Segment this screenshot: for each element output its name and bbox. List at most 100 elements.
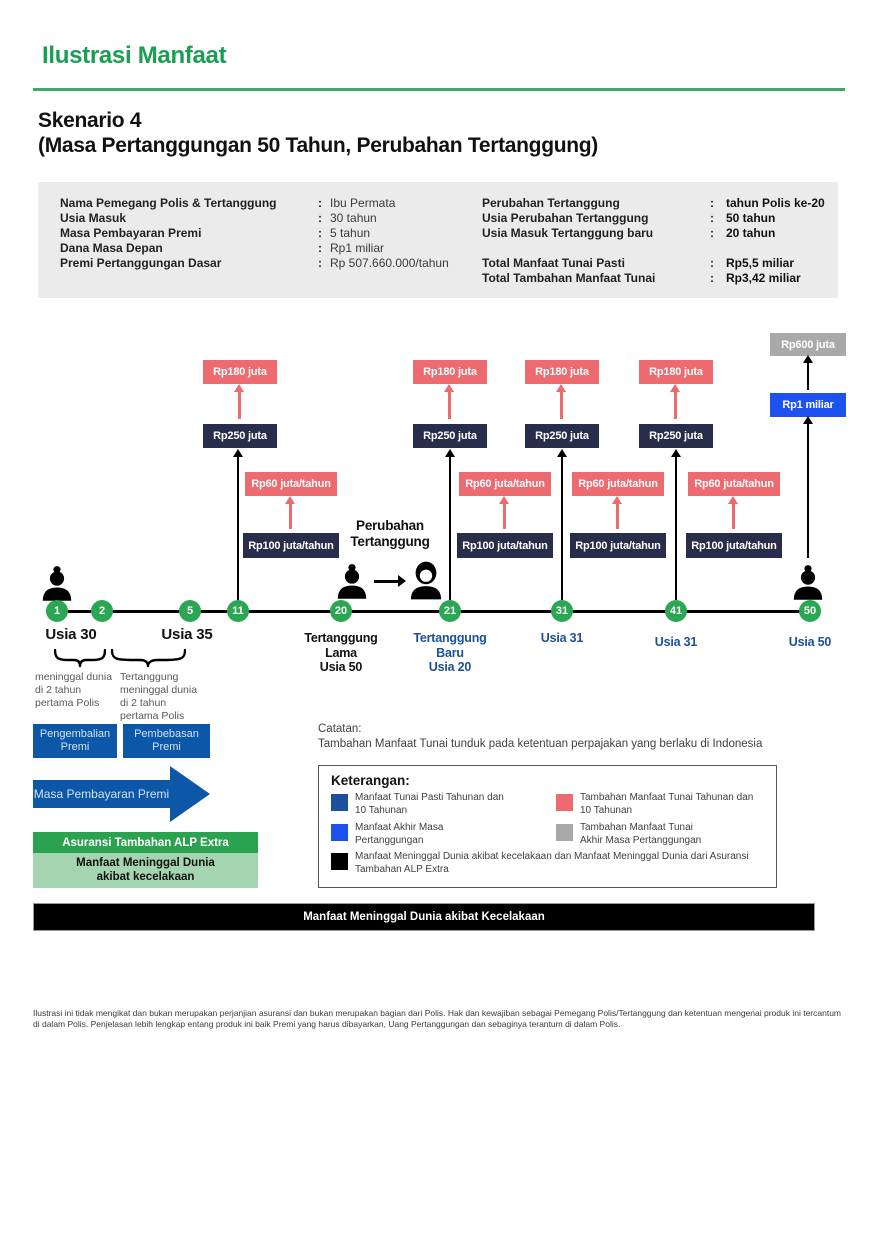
legend-item-label: Manfaat Meninggal Dunia akibat kecelakaa… [355,851,749,876]
benefit-box-10yr-guaranteed: Rp250 juta [639,424,713,448]
benefit-box-10yr-bonus: Rp180 juta [413,360,487,384]
note-insured-death-first-2-years: Tertanggung meninggal dunia di 2 tahun p… [120,671,210,723]
legend-item-label: Tambahan Manfaat Tunai Akhir Masa Pertan… [580,822,701,847]
benefit-box-10yr-bonus: Rp180 juta [203,360,277,384]
box-line: Pembebasan [134,728,199,740]
lama-line3: Usia 50 [319,660,363,674]
info-value: Ibu Permata [330,196,396,210]
info-value: 30 tahun [330,211,377,225]
info-label: Usia Masuk Tertanggung baru [482,226,654,240]
arrow-up-pink-icon [285,496,295,529]
perubahan-line1: Perubahan [356,518,424,533]
benefit-box-maturity: Rp1 miliar [770,393,846,417]
note-line: Tertanggung [120,671,179,683]
timeline-marker-41: 41 [665,600,687,622]
legend-line: Manfaat Meninggal Dunia akibat kecelakaa… [355,851,749,862]
colon: : [318,226,322,240]
brace-icon [111,649,186,668]
legend-swatch-dark-blue [331,794,348,811]
arrow-up-pink-icon [234,384,244,419]
info-value: 50 tahun [726,211,776,225]
legend-swatch-bright-blue [331,824,348,841]
info-label: Nama Pemegang Polis & Tertanggung [60,196,277,210]
colon: : [318,196,322,210]
brace-icon [54,649,106,668]
info-row: Nama Pemegang Polis & Tertanggung: Ibu Pe… [60,196,480,211]
box-asuransi-tambahan-alp-extra: Asuransi Tambahan ALP Extra [33,832,258,853]
legend-box: Keterangan: Manfaat Tunai Pasti Tahunan … [318,765,777,888]
box-line: Manfaat Meninggal Dunia [76,857,215,869]
colon: : [710,271,714,285]
accident-benefit-bar: Manfaat Meninggal Dunia akibat Kecelakaa… [33,903,815,931]
person-icon-age50 [793,565,823,600]
note-line: di 2 tahun [120,697,167,709]
baru-line3: Usia 20 [428,660,472,674]
catatan-title: Catatan: [318,723,362,735]
age-label-usia30: Usia 30 [45,626,97,643]
info-label: Total Manfaat Tunai Pasti [482,256,625,270]
colon: : [710,211,714,225]
info-label: Dana Masa Depan [60,241,163,255]
benefit-box-maturity-bonus: Rp600 juta [770,333,846,356]
note-line: pertama Polis [35,697,100,709]
age-label-usia35: Usia 35 [161,626,213,643]
masa-arrow-head-icon [170,766,210,822]
timeline-marker-2: 2 [91,600,113,622]
note-line: di 2 tahun [35,684,82,696]
age-label-usia31-a: Usia 31 [540,631,584,645]
scenario-title: Skenario 4 [38,109,142,132]
colon: : [318,256,322,270]
lama-line2: Lama [325,645,357,660]
legend-item-label: Manfaat Tunai Pasti Tahunan dan 10 Tahun… [355,792,504,817]
arrow-up-black-icon [445,449,455,600]
benefit-box-annual-bonus: Rp60 juta/tahun [572,472,664,496]
benefit-box-annual-guaranteed: Rp100 juta/tahun [457,533,553,558]
policy-info-left-column: Nama Pemegang Polis & Tertanggung: Ibu Pe… [60,196,480,271]
legend-line: 10 Tahunan [580,804,633,816]
info-row: Total Manfaat Tunai Pasti:Rp5,5 miliar [482,256,832,271]
arrow-up-black-icon [803,355,813,390]
timeline-marker-50: 50 [799,600,821,622]
info-label: Total Tambahan Manfaat Tunai [482,271,656,285]
legend-line: Tambahan ALP Extra [355,863,449,875]
info-row: Usia Perubahan Tertanggung:50 tahun [482,211,832,226]
person-icon-new-insured [410,561,442,600]
legend-item-label: Manfaat Akhir Masa Pertanggungan [355,822,443,847]
catatan-text: Tambahan Manfaat Tunai tunduk pada keten… [318,738,763,750]
info-row: Masa Pembayaran Premi:5 tahun [60,226,480,241]
person-icon-insured-initial [42,566,72,601]
timeline-axis [57,610,810,613]
benefit-box-10yr-guaranteed: Rp250 juta [413,424,487,448]
box-line: akibat kecelakaan [96,870,195,883]
benefit-box-annual-bonus: Rp60 juta/tahun [245,472,337,496]
colon: : [318,211,322,225]
perubahan-tertanggung-label: Perubahan Tertanggung [338,518,442,550]
info-row: Usia Masuk:30 tahun [60,211,480,226]
arrow-up-pink-icon [499,496,509,529]
info-label: Premi Pertanggungan Dasar [60,256,222,270]
box-line: Premi [152,741,181,753]
age-label-usia31-b: Usia 31 [654,635,698,649]
info-value: 5 tahun [330,226,371,240]
masa-pembayaran-premi-arrow: Masa Pembayaran Premi [33,780,170,808]
benefit-box-10yr-guaranteed: Rp250 juta [203,424,277,448]
legend-item-label: Tambahan Manfaat Tunai Tahunan dan 10 Ta… [580,792,753,817]
lama-line1: Tertanggung [304,631,378,645]
info-row: Total Tambahan Manfaat Tunai:Rp3,42 mili… [482,271,832,286]
timeline-marker-11: 11 [227,600,249,622]
page-title: Ilustrasi Manfaat [42,42,227,69]
benefit-box-10yr-bonus: Rp180 juta [639,360,713,384]
timeline-marker-20: 20 [330,600,352,622]
legend-swatch-pink [556,794,573,811]
info-row: Dana Masa Depan:Rp1 miliar [60,241,480,256]
legend-swatch-gray [556,824,573,841]
timeline-marker-21: 21 [439,600,461,622]
footer-disclaimer: Ilustrasi ini tidak mengikat dan bukan m… [33,1008,842,1029]
info-label: Usia Masuk [60,211,127,225]
arrow-up-pink-icon [728,496,738,529]
note-line: pertama Polis [120,710,185,722]
baru-line2: Baru [436,645,464,660]
